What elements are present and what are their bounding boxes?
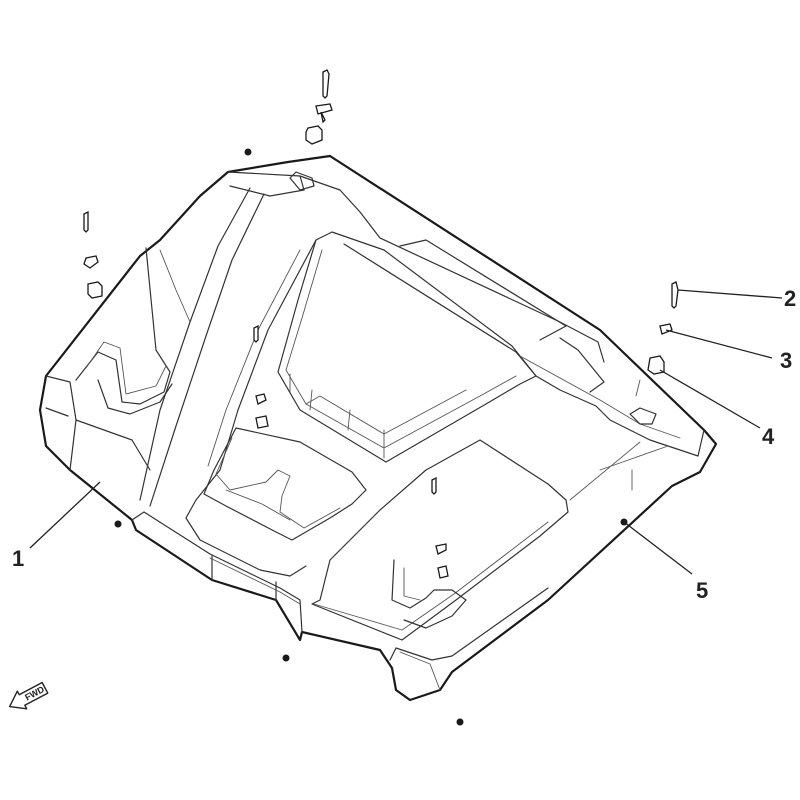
clip-dot [244, 148, 252, 156]
fwd-arrow-icon: FWD [8, 681, 49, 710]
part-2-screw [671, 281, 679, 309]
leader-5 [623, 521, 693, 575]
callout-3: 3 [780, 348, 792, 373]
callout-4: 4 [762, 424, 775, 449]
leader-4 [659, 369, 761, 429]
callout-1: 1 [12, 546, 24, 571]
fastener-stack-top [305, 69, 333, 145]
fastener-stack-right-center [431, 476, 449, 579]
clip-dot [282, 654, 290, 662]
callout-5: 5 [696, 578, 708, 603]
leader-3 [665, 329, 773, 359]
fastener-stack-center [253, 324, 269, 429]
clip-dot [114, 520, 122, 528]
front-panel-body [38, 154, 718, 702]
fastener-stack-left [83, 210, 103, 299]
leader-2 [677, 289, 783, 299]
fastener-stack-right [631, 281, 679, 491]
callout-2: 2 [784, 286, 796, 311]
part-3-washer [659, 323, 673, 335]
clip-dots [114, 148, 628, 726]
leader-lines [29, 289, 783, 575]
leader-1 [29, 481, 101, 549]
clip-dot [456, 718, 464, 726]
